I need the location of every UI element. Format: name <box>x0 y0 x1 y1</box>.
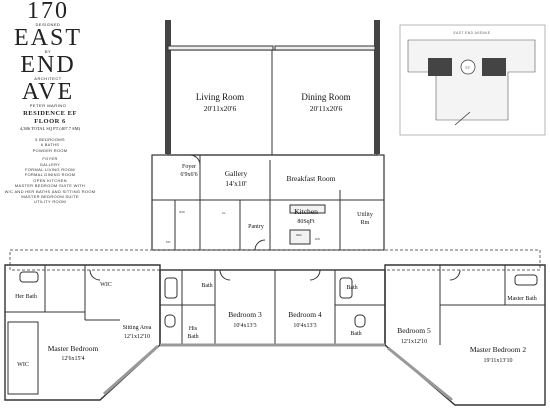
key-plan: EAST END AVENUE EF <box>399 24 546 136</box>
feature-item: MASTER BEDROOM SUITE WITH <box>14 183 86 189</box>
key-plan-street: EAST END AVENUE <box>454 31 491 35</box>
breakfast-room-name: Breakfast Room <box>287 174 336 183</box>
dining-room-dim: 20'11x20'6 <box>310 104 343 113</box>
feature-item: FORMAL DINING ROOM <box>24 172 76 178</box>
logo-tag-architect-name: PETER MARINO <box>29 103 67 108</box>
his-bath-sub: Bath <box>187 334 198 340</box>
feature-item: 6 BATHS <box>40 142 60 148</box>
utility-room-sub: Rm <box>361 220 370 226</box>
kitchen-name: Kitchen <box>294 207 318 216</box>
her-bath-label: Her Bath <box>15 294 37 300</box>
bedroom-3-dim: 10'4x13'3 <box>233 323 256 329</box>
his-bath-label: His <box>189 326 198 332</box>
gallery-name: Gallery <box>225 169 248 178</box>
residence-title: RESIDENCE EF <box>23 110 77 117</box>
logo-line-east: EAST <box>14 25 82 51</box>
feature-item: FORMAL LIVING ROOM <box>25 167 75 173</box>
fixture-dw-label: DW <box>315 237 320 241</box>
floor-label: FLOOR 6 <box>34 118 66 125</box>
bedroom-4-dim: 10'4x13'3 <box>293 323 316 329</box>
wic-label-lower: WIC <box>17 362 29 368</box>
master-bedroom-2-name: Master Bedroom 2 <box>470 345 526 354</box>
logo-line-170: 170 <box>27 0 69 24</box>
feature-item: POWDER ROOM <box>32 147 68 153</box>
feature-item: W/C AND HER BATHS AND SITTING ROOM <box>4 188 96 194</box>
pantry-name: Pantry <box>248 224 264 230</box>
living-room-name: Living Room <box>196 92 244 102</box>
fixture-mc-label: MC <box>166 240 171 244</box>
feature-item: 5 BEDROOMS <box>35 137 65 142</box>
logo-line-end: END <box>20 52 76 78</box>
utility-room-name: Utility <box>357 212 373 218</box>
bedroom-5-name: Bedroom 5 <box>397 326 431 335</box>
logo-tag-by: BY <box>44 49 52 54</box>
master-bedroom-2-dim: 19'11x13'10 <box>484 358 513 364</box>
fixture-ref-label: REF <box>296 233 302 237</box>
bath-b-label: Bath <box>346 285 357 291</box>
logo-line-ave: AVE <box>21 79 75 105</box>
bedroom-3-name: Bedroom 3 <box>228 310 262 319</box>
sitting-area-dim: 12'1x12'10 <box>124 334 150 340</box>
feature-item: MASTER BEDROOM SUITE <box>21 194 79 200</box>
master-bedroom-name: Master Bedroom <box>48 344 99 353</box>
bath-a-label: Bath <box>201 283 212 289</box>
sitting-area-name: Sitting Area <box>123 325 152 331</box>
feature-item: GALLERY <box>39 161 61 167</box>
master-bath-label: Master Bath <box>507 296 537 302</box>
total-area: 4,386 TOTAL SQ FT (407.7 SM) <box>19 126 81 131</box>
logo-tag-architect: ARCHITECT <box>34 76 62 81</box>
feature-item: OPEN KITCHEN <box>33 177 67 183</box>
dining-room-name: Dining Room <box>301 92 350 102</box>
master-bedroom-dim: 12'6x15'4 <box>61 356 84 362</box>
foyer-name: Foyer <box>182 164 196 170</box>
kitchen-dim: 80SqFt <box>297 219 315 225</box>
feature-item: UTILITY ROOM <box>34 199 66 205</box>
foyer-dim: 6'9x6'6 <box>180 172 197 178</box>
logo-tag-designed: DESIGNED <box>35 22 61 27</box>
key-plan-unit: EF <box>465 66 470 70</box>
building-logo: 170 DESIGNED EAST BY END ARCHITECT AVE P… <box>0 0 96 108</box>
living-room-dim: 20'11x20'6 <box>204 104 237 113</box>
bath-c-label: Bath <box>350 331 361 337</box>
bedroom-5-dim: 12'1x12'10 <box>401 339 427 345</box>
wic-label-upper: WIC <box>100 282 112 288</box>
fixture-cl-label: CL <box>222 211 226 215</box>
fixture-wd-label: W/D <box>179 210 186 214</box>
gallery-dim: 14'x10' <box>225 179 247 188</box>
feature-item: FOYER <box>42 156 58 162</box>
bedroom-4-name: Bedroom 4 <box>288 310 322 319</box>
